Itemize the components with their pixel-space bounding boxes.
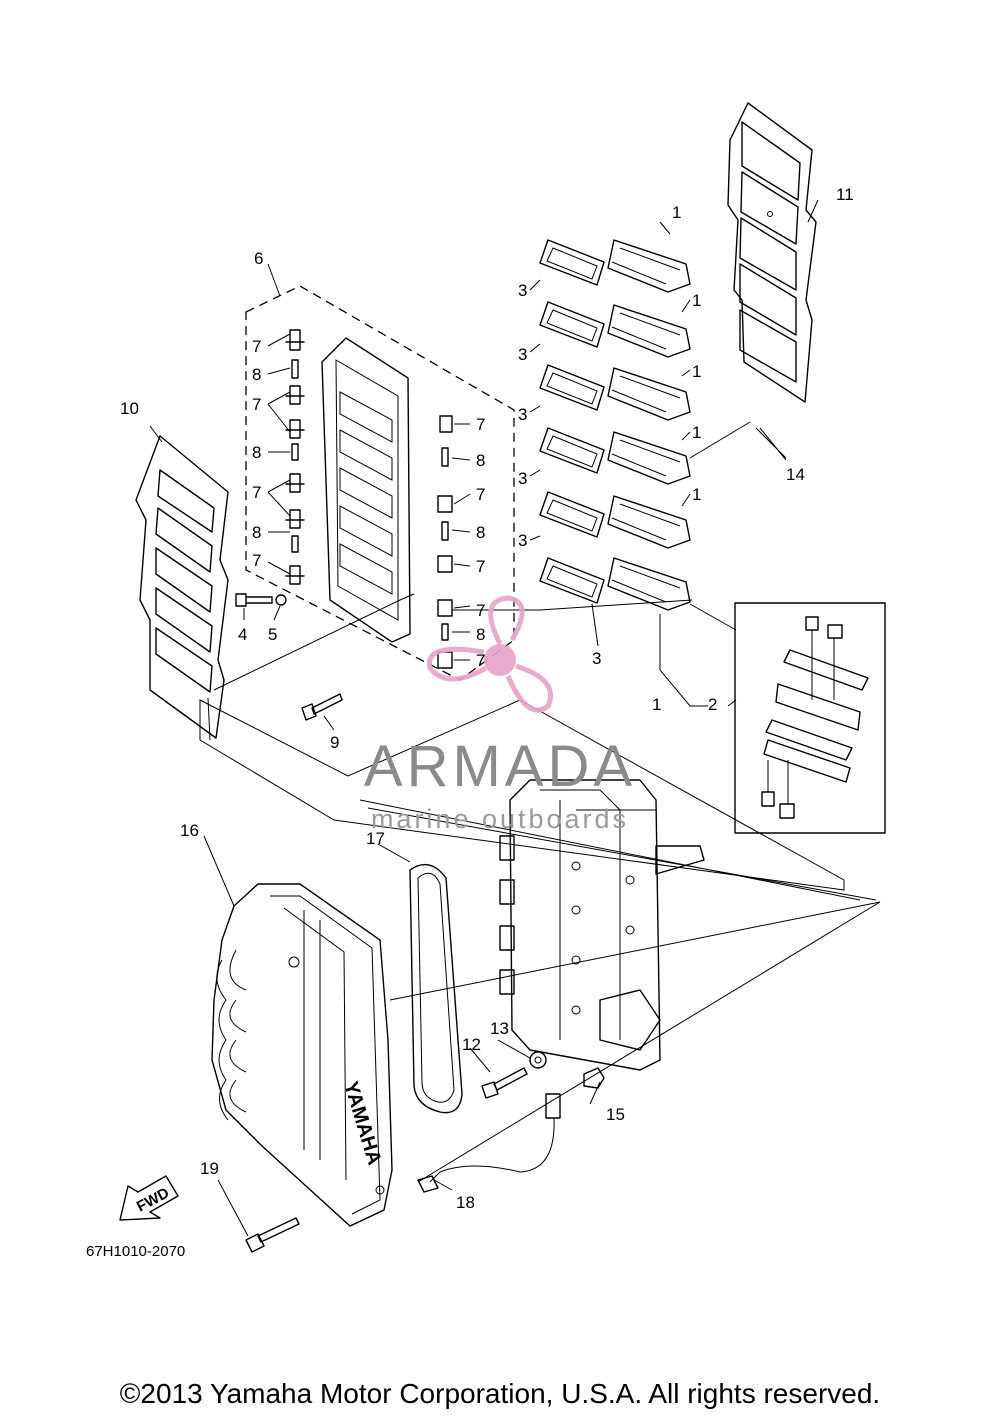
- callout-7: 7: [476, 651, 485, 670]
- callout-1: 1: [672, 203, 681, 222]
- callout-15: 15: [606, 1105, 625, 1124]
- copyright-notice: ©2013 Yamaha Motor Corporation, U.S.A. A…: [119, 1378, 881, 1409]
- callout-labels: 1 1 1 1 1 1 2 3 3 3 3 3 3 4 5 6 7 7 7 7 …: [120, 185, 854, 1212]
- callout-4: 4: [238, 625, 247, 644]
- callout-7: 7: [476, 485, 485, 504]
- callout-8: 8: [252, 443, 261, 462]
- callout-13: 13: [490, 1019, 509, 1038]
- callout-3: 3: [592, 649, 601, 668]
- callout-10: 10: [120, 399, 139, 418]
- callout-5: 5: [268, 625, 277, 644]
- gasket-11: [727, 102, 817, 403]
- callout-11: 11: [836, 185, 854, 204]
- fasteners-lower: [245, 1051, 605, 1253]
- callout-1: 1: [692, 291, 701, 310]
- callout-8: 8: [252, 365, 261, 384]
- callout-8: 8: [252, 523, 261, 542]
- callout-18: 18: [456, 1193, 475, 1212]
- armada-watermark: ARMADA marine outboards: [364, 595, 636, 834]
- callout-7: 7: [252, 551, 261, 570]
- callout-1: 1: [692, 362, 701, 381]
- callout-14: 14: [786, 465, 805, 484]
- callout-7: 7: [476, 601, 485, 620]
- callout-8: 8: [476, 625, 485, 644]
- callout-8: 8: [476, 523, 485, 542]
- reed-valve-column: [539, 239, 691, 611]
- callout-7: 7: [252, 337, 261, 356]
- exploded-parts-diagram: YAMAHA FWD ARMADA marine outboards 1 1: [86, 102, 886, 1260]
- callout-8: 8: [476, 451, 485, 470]
- propeller-logo-icon: [426, 595, 554, 713]
- callout-7: 7: [252, 395, 261, 414]
- callout-19: 19: [200, 1159, 219, 1178]
- callout-3: 3: [518, 469, 527, 488]
- callout-9: 9: [330, 733, 339, 752]
- diagram-code: 67H1010-2070: [86, 1243, 185, 1260]
- callout-1: 1: [692, 423, 701, 442]
- fwd-arrow-icon: FWD: [119, 1175, 179, 1221]
- reed-plate-6: [235, 285, 515, 721]
- callout-3: 3: [518, 281, 527, 300]
- callout-7: 7: [476, 415, 485, 434]
- gasket-10: [135, 435, 229, 739]
- callout-3: 3: [518, 345, 527, 364]
- reed-detail-box: [734, 602, 886, 834]
- watermark-tagline: marine outboards: [371, 804, 629, 834]
- callout-1: 1: [692, 485, 701, 504]
- callout-17: 17: [366, 829, 385, 848]
- callout-3: 3: [518, 531, 527, 550]
- callout-1: 1: [652, 695, 661, 714]
- callout-7: 7: [252, 483, 261, 502]
- callout-16: 16: [180, 821, 199, 840]
- leader-lines: [149, 199, 881, 1237]
- intake-manifold: [499, 779, 705, 1071]
- callout-3: 3: [518, 405, 527, 424]
- watermark-brand: ARMADA: [364, 734, 636, 799]
- callout-7: 7: [476, 557, 485, 576]
- callout-2: 2: [708, 695, 717, 714]
- seal-17: [409, 863, 463, 1114]
- callout-12: 12: [462, 1035, 481, 1054]
- callout-6: 6: [254, 249, 263, 268]
- silencer-cover-16: YAMAHA: [211, 883, 393, 1227]
